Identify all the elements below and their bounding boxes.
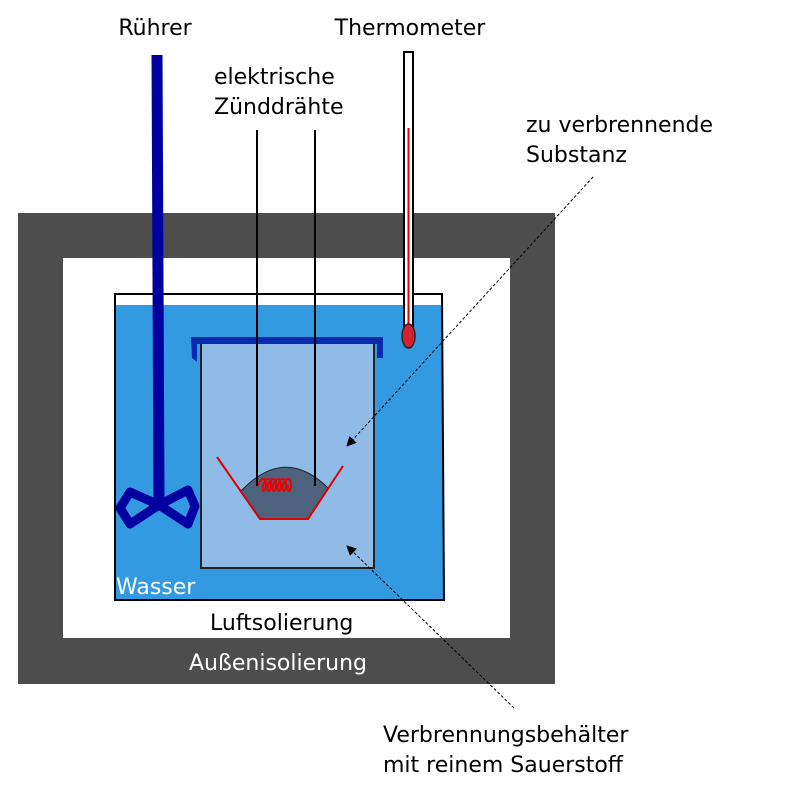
- label-wires-1: elektrische: [214, 65, 335, 90]
- substance-pointer: [346, 176, 594, 447]
- label-stirrer: Rührer: [118, 16, 192, 41]
- label-thermometer: Thermometer: [334, 16, 487, 41]
- thermometer-bulb: [401, 323, 416, 349]
- label-outer-insulation: Außenisolierung: [189, 651, 367, 676]
- label-vessel-1: Verbrennungsbehälter: [383, 723, 629, 748]
- label-air-insulation: Luftsolierung: [210, 611, 353, 636]
- stirrer: [115, 54, 200, 529]
- vessel-pointer: [346, 545, 515, 709]
- label-substance-1: zu verbrennende: [526, 113, 713, 138]
- ignition-wires: [256, 130, 316, 486]
- label-water: Wasser: [116, 575, 196, 600]
- thermometer: [401, 51, 416, 349]
- label-wires-2: Zünddrähte: [214, 95, 344, 120]
- vessel-lid: [191, 337, 383, 362]
- crucible: [216, 456, 344, 520]
- combustion-vessel: [191, 337, 383, 569]
- label-substance-2: Substanz: [526, 143, 627, 168]
- label-vessel-2: mit reinem Sauerstoff: [383, 753, 624, 778]
- stirrer-propeller: [115, 485, 200, 529]
- ignition-coil: [257, 478, 293, 492]
